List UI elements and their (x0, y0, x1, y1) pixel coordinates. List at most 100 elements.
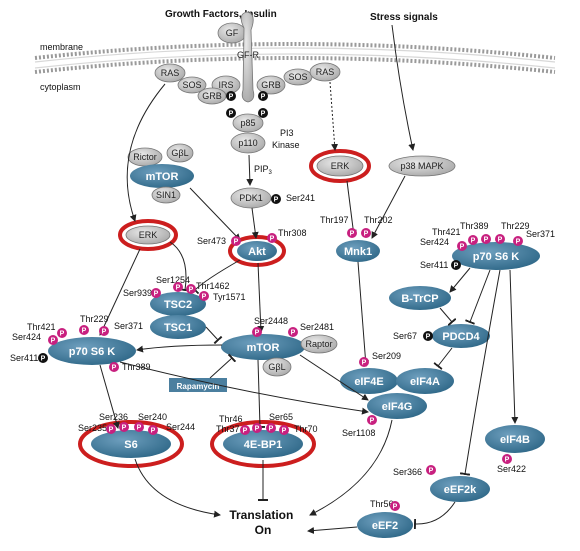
ebp-thr70-label: Thr70 (294, 424, 318, 434)
s6-ser236-label: Ser236 (99, 412, 128, 422)
s6-ser240-label: Ser240 (138, 412, 167, 422)
pip-label: PIP3 (254, 164, 273, 176)
phospho-dot: P (252, 327, 262, 337)
p70r-ser411-label: Ser411 (420, 260, 448, 270)
erk-right-highlight (309, 149, 371, 183)
phospho-dot: P (468, 235, 478, 245)
stress-signals-label: Stress signals (370, 12, 438, 23)
s6-highlight (78, 420, 184, 468)
svg-text:P: P (229, 94, 234, 101)
s6-ser235-label: Ser235 (78, 423, 107, 433)
phospho-dot: P (38, 353, 48, 363)
akt-thr308-label: Thr308 (278, 228, 307, 238)
rictor-label: Rictor (133, 152, 157, 162)
edge-akt-tsc2 (190, 259, 241, 295)
grb-right-label: GRB (261, 80, 281, 90)
eif4b-node (485, 425, 545, 453)
eif4b-label: eIF4B (500, 434, 530, 446)
edge-mtor-p70-left (136, 344, 223, 353)
mnk1-thr197-label: Thr197 (320, 215, 349, 225)
edge-pdcd4-eif4a (433, 347, 453, 370)
ras-left-label: RAS (161, 68, 180, 78)
edge-erk-left-p70-left (99, 248, 141, 336)
phospho-dot: P (252, 423, 262, 433)
p38-label: p38 MAPK (400, 161, 443, 171)
eif4b-ser422-label: Ser422 (497, 464, 526, 474)
sin1-label: SIN1 (156, 190, 176, 200)
phospho-dot: P (173, 282, 183, 292)
eif4g-label: eIF4G (382, 401, 413, 413)
phospho-dot: P (266, 423, 276, 433)
mtor-ser2448-label: Ser2448 (254, 316, 288, 326)
svg-text:P: P (261, 111, 266, 118)
cytoplasm-label: cytoplasm (40, 82, 81, 92)
phospho-dot: P (199, 291, 209, 301)
sos-left-label: SOS (182, 80, 201, 90)
growth-factors-label: Growth Factors, Insulin (165, 9, 277, 20)
svg-text:P: P (176, 285, 181, 292)
p70-left-node (48, 337, 136, 365)
phospho-dot: P (226, 91, 236, 101)
ras-left-node (154, 63, 186, 83)
pi3-kinase-line1: PI3 (280, 128, 294, 138)
erk-left-node (125, 225, 171, 245)
gfr-node (240, 11, 255, 103)
eef2k-label: eEF2k (444, 484, 477, 496)
ras-right-node (309, 62, 341, 82)
svg-text:P: P (41, 356, 46, 363)
akt-label: Akt (248, 246, 266, 258)
edge-tsc-mtor (205, 326, 223, 345)
tsc2-thr1462-label: Thr1462 (196, 281, 230, 291)
4ebp1-label: 4E-BP1 (244, 439, 283, 451)
phospho-dot: P (451, 260, 461, 270)
svg-text:P: P (269, 426, 274, 433)
svg-text:P: P (255, 330, 260, 337)
eef2k-ser366-label: Ser366 (393, 467, 422, 477)
p70r-thr389-label: Thr389 (460, 221, 489, 231)
p70r-ser424-label: Ser424 (420, 237, 449, 247)
pdk1-ser241-label: Ser241 (286, 193, 315, 203)
eif4g-ser1108-label: Ser1108 (342, 428, 375, 438)
p70l-ser371-label: Ser371 (114, 321, 143, 331)
svg-text:P: P (393, 504, 398, 511)
eif4e-label: eIF4E (354, 376, 383, 388)
phospho-dot: P (347, 228, 357, 238)
phospho-dot: P (495, 234, 505, 244)
phospho-dot: P (423, 331, 433, 341)
phospho-dot: P (226, 108, 236, 118)
phospho-dot: P (48, 335, 58, 345)
p38-node (388, 155, 456, 177)
gbl-c2-node (166, 143, 194, 163)
svg-text:P: P (282, 428, 287, 435)
irs-label: IRS (218, 80, 233, 90)
ras-right-label: RAS (316, 67, 335, 77)
edge-eef2k-eef2 (413, 501, 456, 530)
p70l-thr389-label: Thr389 (122, 362, 151, 372)
4ebp1-node (223, 430, 303, 458)
gfr-label: GF-R (237, 50, 259, 60)
receptor-complex: GF GF-R (217, 11, 259, 103)
btrcp-node (389, 286, 451, 310)
svg-text:P: P (274, 197, 279, 204)
svg-text:P: P (484, 237, 489, 244)
p70-right-node (452, 242, 540, 270)
svg-text:P: P (109, 427, 114, 434)
grb-right-node (256, 75, 286, 95)
rapamycin-box (169, 378, 227, 392)
p70l-thr229-label: Thr229 (80, 314, 109, 324)
svg-text:P: P (516, 239, 521, 246)
svg-text:P: P (350, 231, 355, 238)
edge-mtor-eif4g (299, 354, 369, 401)
membrane-label: membrane (40, 42, 83, 52)
sos-left-node (177, 76, 207, 94)
ebp-thr46-label: Thr46 (219, 414, 243, 424)
sos-right-label: SOS (288, 72, 307, 82)
rapamycin-label: Rapamycin (177, 382, 220, 391)
svg-text:P: P (151, 428, 156, 435)
translation-line1: Translation (229, 508, 293, 522)
svg-text:P: P (505, 457, 510, 464)
erk-left-highlight (118, 219, 178, 251)
p85-node (232, 113, 264, 133)
edges (99, 24, 519, 535)
svg-text:P: P (471, 238, 476, 245)
